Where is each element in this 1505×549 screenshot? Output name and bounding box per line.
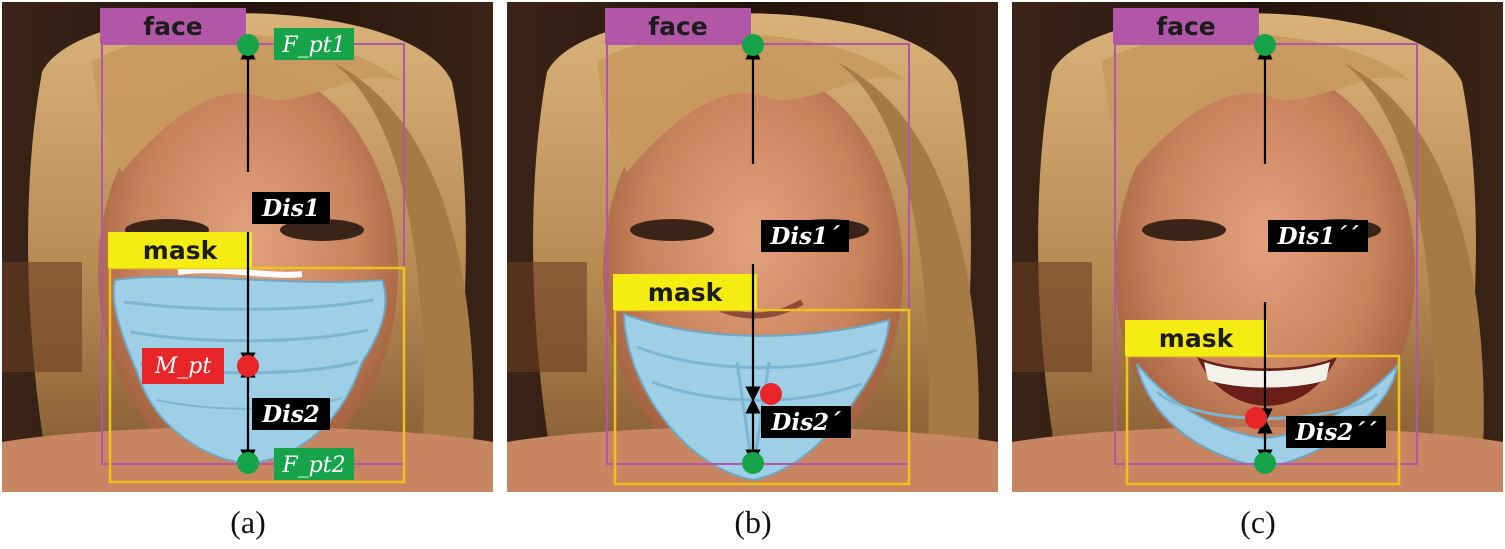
dis2-label-b: Dis2´ bbox=[770, 409, 842, 436]
dis2-label-bg-b bbox=[761, 406, 851, 438]
face-bottom-dot-b bbox=[742, 452, 764, 474]
face-label-b: face bbox=[648, 12, 708, 41]
dis2-label-bg-a bbox=[252, 398, 330, 430]
f-pt2-dot-a bbox=[237, 452, 259, 474]
m-pt-dot-a bbox=[237, 355, 259, 377]
dis1-label-bg-c bbox=[1268, 220, 1368, 252]
panel-b: face mask Dis1´ Dis2´ bbox=[507, 2, 998, 492]
panel-a: face mask Dis1 Dis2 F_pt1 F_pt2 M_pt bbox=[2, 2, 493, 492]
caption-c: (c) bbox=[1240, 504, 1276, 540]
face-label-a: face bbox=[143, 12, 203, 41]
dis2-label-bg-c bbox=[1286, 416, 1386, 448]
f-pt2-label-a: F_pt2 bbox=[281, 453, 345, 478]
face-tag-b bbox=[605, 8, 751, 44]
f-pt1-dot-a bbox=[237, 34, 259, 56]
dis2-label-c: Dis2´´ bbox=[1295, 419, 1378, 446]
m-pt-label-bg-a bbox=[142, 348, 224, 384]
f-pt1-label-a: F_pt1 bbox=[281, 33, 345, 58]
face-top-dot-c bbox=[1254, 34, 1276, 56]
dis1-label-b: Dis1´ bbox=[769, 223, 841, 250]
face-bottom-dot-c bbox=[1254, 452, 1276, 474]
caption-a: (a) bbox=[230, 504, 266, 540]
mask-box-a bbox=[108, 266, 406, 484]
caption-b: (b) bbox=[734, 504, 771, 540]
photo-c bbox=[1012, 2, 1503, 492]
mask-tag-a bbox=[108, 232, 252, 268]
mask-label-c: mask bbox=[1159, 324, 1235, 353]
mask-tag-c bbox=[1125, 320, 1267, 356]
dis1-label-bg-b bbox=[761, 220, 849, 252]
mask-label-a: mask bbox=[143, 236, 219, 265]
dis1-label-a: Dis1 bbox=[261, 195, 320, 222]
panel-c: face mask Dis1´´ Dis2´´ bbox=[1012, 2, 1503, 492]
face-label-c: face bbox=[1156, 12, 1216, 41]
m-pt-label-a: M_pt bbox=[154, 354, 212, 379]
mask-pt-dot-c bbox=[1245, 407, 1267, 429]
face-tag-a bbox=[100, 8, 246, 44]
face-top-dot-b bbox=[742, 34, 764, 56]
face-tag-c bbox=[1113, 8, 1259, 44]
mask-pt-dot-b bbox=[760, 383, 782, 405]
dis2-label-a: Dis2 bbox=[261, 401, 320, 428]
f-pt1-label-bg-a bbox=[274, 28, 354, 60]
f-pt2-label-bg-a bbox=[274, 448, 354, 480]
dis1-label-c: Dis1´´ bbox=[1277, 223, 1360, 250]
dis1-label-bg-a bbox=[252, 192, 330, 224]
mask-box-b bbox=[613, 308, 911, 486]
mask-label-b: mask bbox=[648, 278, 724, 307]
mask-tag-b bbox=[613, 274, 757, 310]
